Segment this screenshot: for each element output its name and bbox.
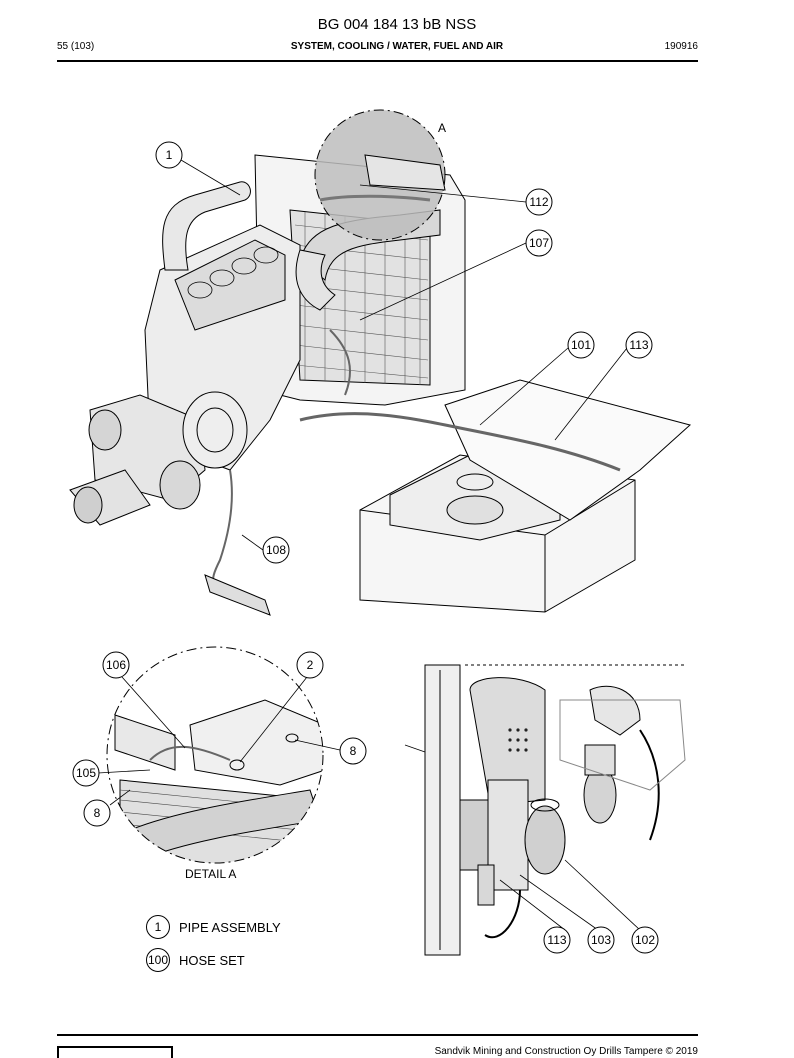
- callout-112-label: 112: [529, 195, 548, 209]
- callout-113-main: [625, 331, 653, 359]
- detail-leaders: [97, 676, 341, 806]
- callout-101: [567, 331, 595, 359]
- document-title: BG 004 184 13 bB NSS: [317, 16, 477, 33]
- callout-8-lower-label: 8: [94, 806, 101, 820]
- callout-102: [631, 926, 659, 954]
- callout-103: [587, 926, 615, 954]
- photo-leaders: [404, 744, 641, 931]
- callout-106: [102, 651, 130, 679]
- footer-rule: [57, 1034, 698, 1036]
- callout-107-label: 107: [529, 236, 549, 250]
- page-reference: 55 (103): [57, 41, 95, 52]
- footer-copyright: Sandvik Mining and Construction Oy Drill…: [434, 1046, 698, 1057]
- legend-number: 1: [146, 915, 170, 939]
- sandvik-logo: [57, 1046, 173, 1058]
- callout-2: [296, 651, 324, 679]
- legend-item-pipe-assembly: 1 PIPE ASSEMBLY: [146, 915, 281, 939]
- detail-a-drawing: [106, 646, 324, 864]
- callout-1: [155, 141, 183, 169]
- callout-113-photo-label: 113: [547, 933, 566, 947]
- header-rule: [57, 60, 698, 62]
- photo-view-drawing: [424, 664, 687, 956]
- date-code: 190916: [664, 41, 698, 52]
- callout-105: [72, 759, 100, 787]
- callout-113-photo: [543, 926, 571, 954]
- legend-label: PIPE ASSEMBLY: [179, 919, 281, 935]
- main-leaders: [180, 159, 628, 551]
- callout-107: [525, 229, 553, 257]
- callout-103-label: 103: [591, 933, 611, 947]
- callout-8-upper-label: 8: [350, 744, 357, 758]
- callout-108-label: 108: [266, 543, 286, 557]
- legend-number: 100: [146, 948, 170, 972]
- callout-8-lower: [83, 799, 111, 827]
- callout-1-label: 1: [166, 148, 173, 162]
- callout-bubbles: [72, 141, 659, 954]
- callout-106-label: 106: [106, 658, 126, 672]
- callout-113-main-label: 113: [629, 338, 648, 352]
- callout-2-label: 2: [307, 658, 314, 672]
- section-title: SYSTEM, COOLING / WATER, FUEL AND AIR: [290, 41, 504, 52]
- callout-112: [525, 188, 553, 216]
- main-assembly-drawing: [69, 109, 692, 616]
- legend-item-hose-set: 100 HOSE SET: [146, 948, 245, 972]
- callout-105-label: 105: [76, 766, 96, 780]
- callout-101-label: 101: [571, 338, 591, 352]
- callout-102-label: 102: [635, 933, 655, 947]
- callout-108: [262, 536, 290, 564]
- legend-label: HOSE SET: [179, 952, 245, 968]
- detail-a-label: DETAIL A: [185, 867, 237, 881]
- callout-8-upper: [339, 737, 367, 765]
- view-a-label: A: [438, 121, 447, 135]
